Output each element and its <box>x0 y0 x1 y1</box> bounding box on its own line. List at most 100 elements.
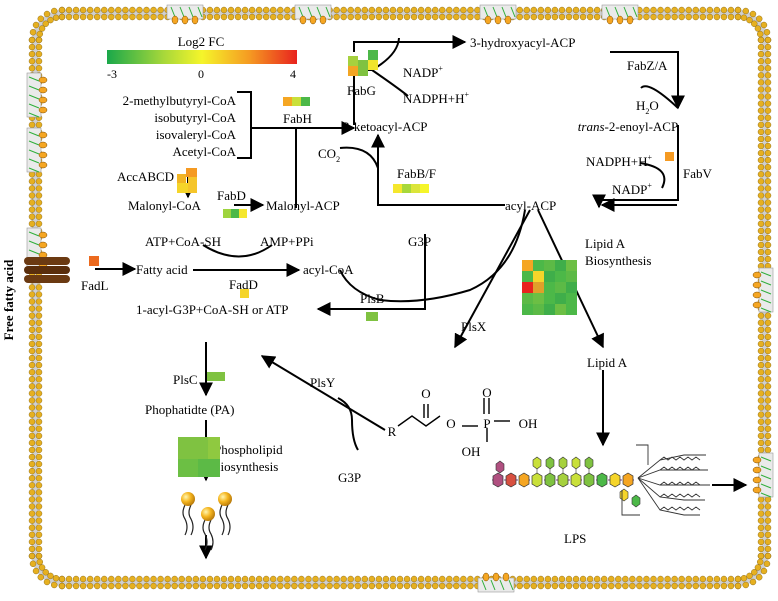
heatmap-cell <box>207 372 225 381</box>
label-2-methylbutyryl-coa: 2-methylbutyryl-CoA <box>123 93 237 108</box>
heatmap-cell <box>402 184 411 193</box>
acylp-oh-right: OH <box>519 416 538 431</box>
lps-sugar-unit <box>557 456 569 488</box>
label-g3p-top: G3P <box>408 234 431 249</box>
label-acyl-coa: acyl-CoA <box>303 262 354 277</box>
heatmap-cell <box>198 459 220 477</box>
heatmap-cell <box>283 97 292 106</box>
heatmap-cell <box>368 50 378 60</box>
legend-mid: 0 <box>198 67 204 81</box>
lps-sugar-unit <box>570 456 582 488</box>
legend-max: 4 <box>290 67 296 81</box>
heatmap-fabh <box>283 97 310 106</box>
heatmap-cell <box>533 282 544 293</box>
heatmap-cell <box>292 97 301 106</box>
legend-gradient-bar <box>107 50 297 64</box>
heatmap-cell <box>555 282 566 293</box>
heatmap-cell <box>533 304 544 315</box>
heatmap-cell <box>555 304 566 315</box>
membrane-protein-icon <box>752 452 774 498</box>
membrane-protein-icon <box>752 267 774 313</box>
label-phospholipid-2: biosynthesis <box>214 459 278 474</box>
label-fatty-acid: Fatty acid <box>136 262 188 277</box>
heatmap-cell <box>522 293 533 304</box>
heatmap-cell <box>555 260 566 271</box>
label-isobutyryl-coa: isobutyryl-CoA <box>154 110 236 125</box>
acylp-oh-bottom: OH <box>462 444 481 459</box>
membrane-protein-icon <box>166 4 204 25</box>
heatmap-cell <box>178 437 208 459</box>
acylp-r: R <box>388 424 397 439</box>
heatmap-cell <box>522 271 533 282</box>
enzyme-plsc: PlsC <box>173 372 198 387</box>
label-lipid-a-bio-1: Lipid A <box>585 236 626 251</box>
heatmap-cell <box>393 184 402 193</box>
lps-sugar-unit <box>609 472 621 488</box>
membrane-protein-icon <box>479 4 517 25</box>
heatmap-cell <box>544 271 555 282</box>
heatmap-cell <box>231 209 239 218</box>
heatmap-cell <box>533 260 544 271</box>
enzyme-plsx: PlsX <box>461 319 487 334</box>
membrane-protein-icon <box>477 572 515 593</box>
phospholipid-icon <box>181 492 232 551</box>
membrane-protein-icon <box>294 4 332 25</box>
membrane-protein-icon <box>26 72 48 118</box>
label-co2: CO2 <box>318 146 340 164</box>
lps-sugar-unit <box>544 456 556 488</box>
acyl-phosphate-structure: O R O P O OH OH <box>388 385 538 459</box>
membrane-protein-icon <box>26 227 48 273</box>
label-atp-coash: ATP+CoA-SH <box>145 234 221 249</box>
enzyme-fabv: FabV <box>683 166 713 181</box>
label-h2o: H2O <box>636 98 659 116</box>
enzyme-fabbf: FabB/F <box>397 166 436 181</box>
acylp-p: P <box>483 416 490 431</box>
enzyme-fabza: FabZ/A <box>627 58 668 73</box>
heatmap-cell <box>533 293 544 304</box>
enzyme-fabg: FabG <box>347 83 376 98</box>
enzyme-fabd: FabD <box>217 188 246 203</box>
label-malonyl-coa: Malonyl-CoA <box>128 198 202 213</box>
heatmap-lipid-a <box>522 260 577 315</box>
heatmap-cell <box>178 459 198 477</box>
label-3-hydroxyacyl-acp: 3-hydroxyacyl-ACP <box>470 35 575 50</box>
heatmap-cell <box>522 304 533 315</box>
membrane-protein-icon <box>26 127 48 173</box>
heatmap-cell <box>223 209 231 218</box>
heatmap-cell <box>239 209 247 218</box>
label-lipid-a: Lipid A <box>587 355 628 370</box>
heatmap-fabg <box>348 50 378 76</box>
legend-title: Log2 FC <box>178 34 225 49</box>
lps-sugar-unit <box>492 472 504 488</box>
heatmap-cell <box>301 97 310 106</box>
heatmap-cell <box>89 256 99 266</box>
lps-sugar-unit <box>531 456 543 488</box>
label-nadp-right: NADP+ <box>612 181 652 197</box>
legend-min: -3 <box>107 67 117 81</box>
color-legend: Log2 FC -3 0 4 <box>107 34 297 81</box>
label-amp-ppi: AMP+PPi <box>260 234 314 249</box>
heatmap-cell <box>544 304 555 315</box>
heatmap-cell <box>177 174 186 183</box>
heatmaps <box>89 50 674 477</box>
label-1-acyl-g3p: 1-acyl-G3P+CoA-SH or ATP <box>136 302 289 317</box>
label-trans-2-enoyl-acp: trans-2-enoyl-ACP <box>578 119 678 134</box>
heatmap-plsb <box>366 312 378 321</box>
heatmap-fabbf <box>393 184 429 193</box>
heatmap-cell <box>566 271 577 282</box>
heatmap-phospholipid <box>178 437 220 477</box>
label-malonyl-acp: Malonyl-ACP <box>266 198 340 213</box>
heatmap-cell <box>208 437 220 459</box>
heatmap-cell <box>555 271 566 282</box>
label-phospholipid-1: Phospholipid <box>214 442 283 457</box>
heatmap-cell <box>544 260 555 271</box>
enzyme-plsb: PlsB <box>360 291 385 306</box>
lps-sugar-unit <box>622 472 634 488</box>
label-lipid-a-bio-2: Biosynthesis <box>585 253 651 268</box>
acylp-o-mid: O <box>446 416 455 431</box>
enzyme-accabcd: AccABCD <box>117 169 174 184</box>
heatmap-accabcd <box>177 168 197 193</box>
lps-sugar-unit <box>505 472 517 488</box>
